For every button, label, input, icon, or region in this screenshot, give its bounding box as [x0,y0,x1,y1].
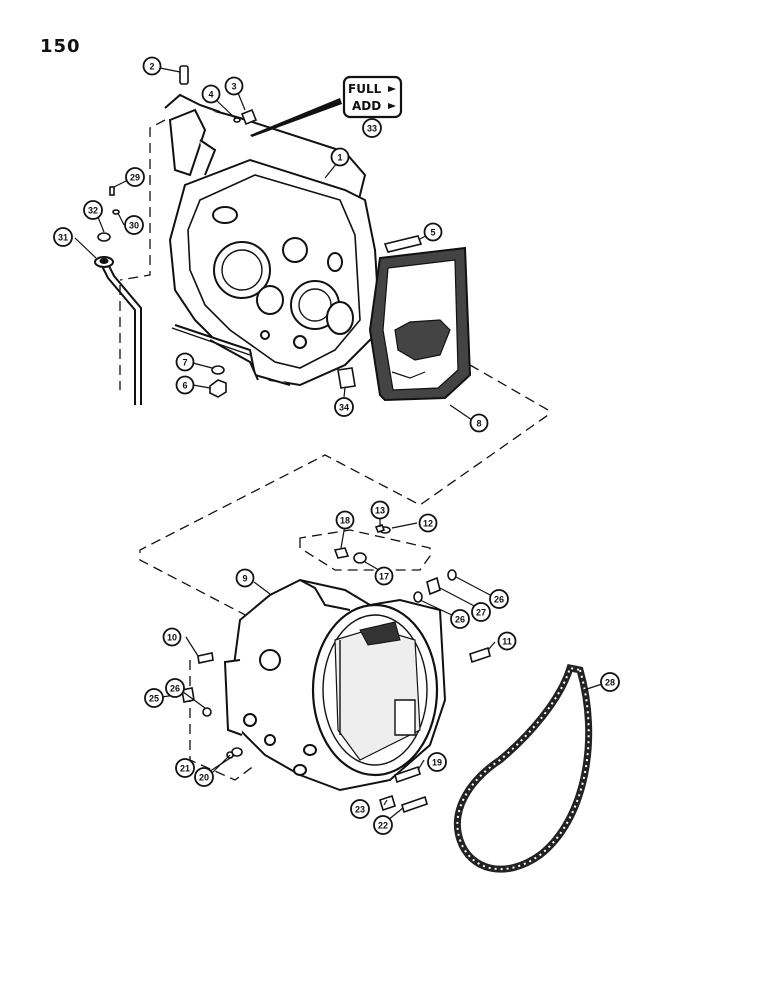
svg-text:5: 5 [430,228,435,238]
callout-5: 5 [423,222,443,242]
callout-25: 25 [144,688,164,708]
nut-23 [379,794,396,812]
svg-text:11: 11 [502,637,512,647]
seal-34 [337,367,356,389]
svg-text:26: 26 [170,684,180,694]
svg-text:29: 29 [130,173,140,183]
callout-2: 2 [142,56,162,76]
svg-text:26: 26 [494,595,504,605]
svg-text:18: 18 [340,516,350,526]
washer-7 [211,365,225,375]
ring-32 [97,232,111,242]
callout-23: 23 [350,799,370,819]
svg-text:22: 22 [378,821,388,831]
callout-7: 7 [175,352,195,372]
clutch-housing [223,578,447,792]
callout-bubbles: 2 3 4 1 5 7 6 34 8 29 30 32 31 33 18 13 … [53,56,620,835]
seal-26c [447,569,457,581]
svg-text:8: 8 [476,419,481,429]
callout-21: 21 [175,758,195,778]
svg-text:13: 13 [375,506,385,516]
callout-4: 4 [201,84,221,104]
callout-27: 27 [471,602,491,622]
nut-18 [333,547,350,559]
callout-1: 1 [330,147,350,167]
callout-20: 20 [194,767,214,787]
bolt-22 [401,795,428,814]
svg-text:31: 31 [58,233,68,243]
stud-5 [383,235,423,253]
svg-text:2: 2 [149,62,154,72]
washer-30 [112,209,120,215]
clutch-housing-gasket [453,663,593,873]
transmission-housing [164,93,382,387]
callout-26-top: 26 [489,589,509,609]
bolt-19 [394,765,421,784]
callout-22: 22 [373,815,393,835]
callout-30: 30 [124,215,144,235]
screw-29 [109,186,115,196]
dashed-leader-lines [119,119,549,781]
pin-10 [197,652,214,664]
svg-text:26: 26 [455,615,465,625]
dowel-pin-2 [179,65,189,85]
svg-text:34: 34 [339,403,349,413]
svg-text:28: 28 [605,678,615,688]
page-number: 150 [40,36,81,57]
svg-text:4: 4 [208,90,213,100]
svg-text:33: 33 [367,124,377,134]
svg-text:3: 3 [231,82,236,92]
callout-18: 18 [335,510,355,530]
callout-26-mid: 26 [450,609,470,629]
svg-text:32: 32 [88,206,98,216]
callout-12: 12 [418,513,438,533]
seal-26a [202,707,212,717]
svg-text:23: 23 [355,805,365,815]
callout-31: 31 [53,227,73,247]
callout-29: 29 [125,167,145,187]
bushing-27 [426,576,441,596]
callout-10: 10 [162,627,182,647]
callout-28: 28 [600,672,620,692]
washer-17 [353,552,367,564]
lower-hardware [181,524,491,814]
svg-text:7: 7 [182,358,187,368]
svg-text:19: 19 [432,758,442,768]
svg-text:10: 10 [167,633,177,643]
callout-8: 8 [469,413,489,433]
svg-text:27: 27 [476,608,486,618]
dipstick-label-box: FULL ADD [250,75,403,137]
svg-text:20: 20 [199,773,209,783]
svg-text:6: 6 [182,381,187,391]
upper-hardware [97,65,423,398]
dipstick-tube [94,256,142,405]
callout-34: 34 [334,397,354,417]
callout-26-left: 26 [165,678,185,698]
svg-text:21: 21 [180,764,190,774]
svg-text:30: 30 [129,221,139,231]
callout-13: 13 [370,500,390,520]
seal-26b [413,591,423,603]
svg-text:1: 1 [337,153,342,163]
callout-6: 6 [175,375,195,395]
bolt-11 [469,646,491,664]
callout-3: 3 [224,76,244,96]
label-full: FULL [348,82,382,96]
callout-19: 19 [427,752,447,772]
callout-9: 9 [235,568,255,588]
callout-33: 33 [362,118,382,138]
callout-11: 11 [497,631,517,651]
svg-text:17: 17 [379,572,389,582]
housing-gasket [368,246,472,402]
callout-32: 32 [83,200,103,220]
fitting-3 [240,108,258,126]
svg-text:25: 25 [149,694,159,704]
nut-6 [209,379,227,398]
washer-4 [233,117,241,123]
label-add: ADD [352,99,381,113]
callout-17: 17 [374,566,394,586]
svg-text:12: 12 [423,519,433,529]
svg-text:9: 9 [242,574,247,584]
